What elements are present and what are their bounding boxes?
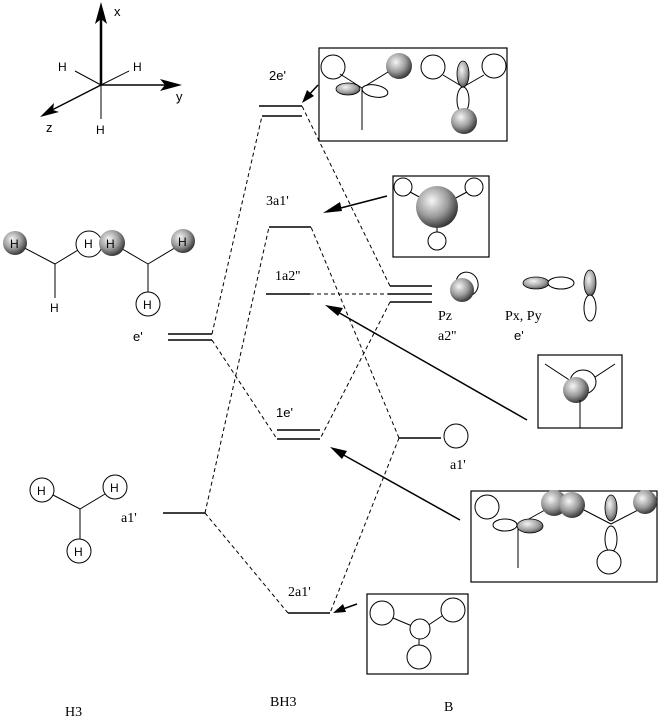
b-pz-orbital: Pz a2'': [438, 271, 479, 344]
level-bh3-3a1-prime: 3a1': [266, 194, 311, 228]
label-h3-e-prime: e': [133, 329, 143, 344]
column-label-h3: H3: [65, 705, 82, 719]
arrowhead-icon: [302, 90, 314, 103]
level-bh3-2a1-prime: 2a1': [288, 585, 330, 614]
mo-box-3a1-prime: [392, 175, 490, 258]
mo-box-2e-prime: [318, 47, 508, 142]
label-h3-a1-prime: a1': [121, 511, 137, 526]
svg-text:H: H: [10, 237, 19, 251]
svg-text:H: H: [110, 481, 119, 495]
z-axis-label: z: [46, 120, 53, 135]
x-axis-label: x: [114, 4, 121, 19]
correlation-lines: [204, 105, 400, 614]
level-bh3-2e-prime: 2e': [259, 68, 302, 117]
label-bh3-2a1-prime: 2a1': [288, 585, 311, 600]
svg-text:H: H: [143, 298, 152, 312]
level-bh3-1e-prime: 1e': [276, 405, 320, 440]
h-orbital-shaded: [171, 229, 195, 253]
label-b-a2-double-prime: a2'': [438, 329, 456, 344]
arrowhead-icon: [330, 447, 347, 459]
label-bh3-3a1-prime: 3a1': [266, 194, 289, 209]
mo-box-1e-prime: [470, 490, 658, 583]
level-b-p: [388, 285, 432, 303]
svg-text:H: H: [84, 237, 93, 251]
label-b-pz: Pz: [438, 309, 452, 324]
z-axis: [49, 84, 102, 112]
y-axis-arrowhead-icon: [160, 79, 182, 91]
arrowhead-icon: [325, 305, 343, 316]
svg-text:H: H: [106, 237, 115, 251]
h-orbital-shaded: [3, 231, 27, 255]
svg-text:H: H: [178, 235, 187, 249]
arrowhead-icon: [333, 604, 346, 613]
label-bh3-1a2-double-prime: 1a2'': [275, 269, 300, 284]
b-s-orbital: a1': [443, 423, 469, 473]
svg-text:H: H: [74, 545, 83, 559]
level-bh3-1a2-double-prime: 1a2'': [266, 269, 310, 295]
level-h3-a1-prime: a1': [121, 511, 205, 526]
mo-box-2a1-prime: [366, 593, 469, 675]
label-b-a1-prime: a1': [450, 458, 466, 473]
label-b-px-py: Px, Py: [505, 309, 542, 324]
svg-text:H: H: [37, 484, 46, 498]
b-px-py-orbitals: Px, Py e': [505, 269, 597, 343]
x-axis-arrowhead-icon: [95, 2, 107, 24]
label-bh3-2e-prime: 2e': [269, 68, 286, 83]
column-label-b: B: [444, 700, 453, 715]
axis-atom-h-left: H: [58, 60, 67, 74]
mo-box-1a2-double-prime: [537, 354, 623, 429]
h3-e-prime-orbitals: H H H H H H: [3, 229, 195, 317]
h-orbital-open: [135, 291, 161, 317]
label-bh3-1e-prime: 1e': [276, 405, 293, 420]
svg-text:H: H: [50, 301, 59, 315]
axis-atom-h-bottom: H: [96, 123, 105, 137]
arrowhead-icon: [323, 202, 342, 213]
h-orbital-shaded: [99, 230, 125, 256]
level-h3-e-prime: e': [133, 329, 212, 344]
label-b-e-prime: e': [514, 328, 524, 343]
coordinate-axes: x y z H H H: [40, 2, 183, 137]
column-label-bh3: BH3: [270, 695, 296, 710]
y-axis-label: y: [176, 89, 183, 104]
axis-atom-h-right: H: [133, 60, 142, 74]
h3-a1-prime-orbital: H H H: [29, 474, 128, 564]
z-axis-arrowhead-icon: [40, 103, 59, 117]
arrows: [302, 84, 528, 613]
